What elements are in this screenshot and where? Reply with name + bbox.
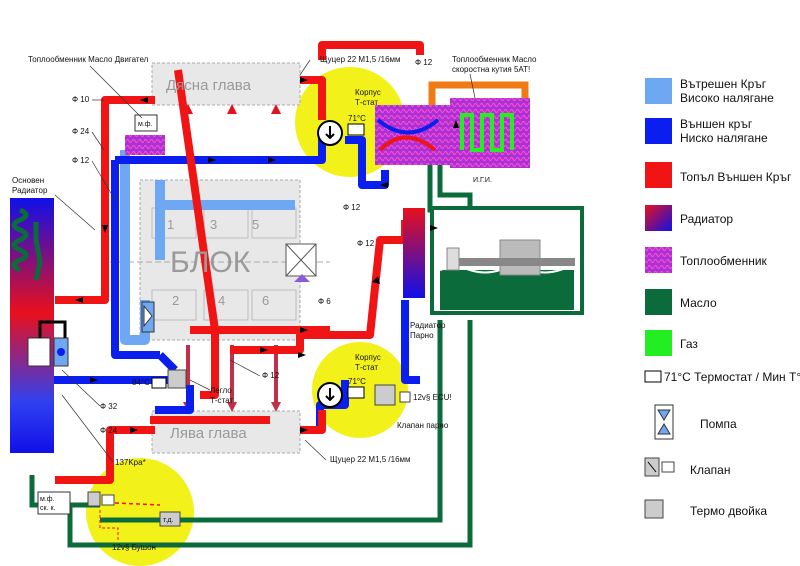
leader-lines — [54, 59, 476, 463]
housing-top-label-2: Т-стат — [355, 98, 378, 107]
radiator-steam-label-2: Парно — [410, 331, 434, 340]
legend: Вътрешен Кръг Високо налягане Външен кръ… — [644, 77, 800, 519]
legend-oil: Масло — [680, 296, 717, 310]
legend-swatch-radiator — [645, 205, 672, 231]
legend-swatch-low — [645, 118, 672, 144]
cyl-4 — [203, 289, 249, 321]
legend-gas: Газ — [680, 337, 698, 351]
thermostat-icon — [644, 370, 662, 383]
td-label: т.д. — [163, 517, 173, 524]
cyl-6 — [251, 289, 297, 321]
ecu-valve-label: 12v§ ECU! — [413, 393, 452, 402]
mf-label: м.ф. — [138, 121, 153, 128]
thermostat-top — [317, 120, 365, 146]
legend-pump: Помпа — [700, 417, 737, 431]
gearbox-housing — [430, 206, 584, 315]
legend-swatch-hot — [645, 162, 672, 188]
cyl-4-label: 4 — [218, 293, 225, 308]
mf-sk-label-2: ск. к. — [40, 505, 56, 512]
temp-top-label: 71°C — [348, 114, 366, 123]
valve-icon — [644, 457, 675, 477]
phi12-left-label: Ф 12 — [72, 156, 90, 165]
flow-arrows — [75, 77, 459, 433]
fitting-bottom-label: Щуцер 22 M1,5 /16мм — [330, 455, 411, 464]
cyl-1-label: 1 — [167, 217, 174, 232]
phi12-right-label: Ф 12 — [357, 239, 375, 248]
phi12-bottom-label: Ф 12 — [262, 371, 280, 380]
phi32-label: Ф 32 — [100, 402, 118, 411]
cyl-6-label: 6 — [262, 293, 269, 308]
hx-gearbox-label-2: скоростна кутия 5AT! — [452, 65, 530, 74]
oil-lines — [29, 160, 473, 548]
legend-hot: Топъл Външен Кръг — [680, 170, 792, 184]
phi24-bottom-label: Ф 24 — [100, 426, 118, 435]
housing-bottom-label-2: Т-стат — [355, 363, 378, 372]
cyl-2-label: 2 — [172, 293, 179, 308]
thermocouple-icon — [644, 499, 664, 519]
cyl-3-label: 3 — [210, 217, 217, 232]
hx-gearbox-label-1: Топлообменник Масло — [452, 55, 537, 64]
left-head-label: Лява глава — [170, 425, 247, 442]
block-components — [141, 243, 317, 389]
thermostat-bottom — [317, 382, 411, 408]
igi-label: И.Г.И. — [473, 177, 492, 184]
fitting-top-label: Щуцер 22 M1,5 /16мм — [320, 55, 401, 64]
legend-low-1: Външен кръг — [680, 117, 753, 131]
pressure-label: 137Kpa* — [115, 458, 146, 467]
legend-td: Термо двойка — [690, 504, 767, 518]
main-pump — [27, 320, 69, 367]
legend-high-1: Вътрешен Кръг — [680, 77, 767, 91]
phi24-top-label: Ф 24 — [72, 127, 90, 136]
phi12-top-label: Ф 12 — [415, 58, 433, 67]
legend-thermostat: 71°C Термостат / Мин T°C — [664, 370, 800, 384]
main-radiator — [10, 198, 54, 453]
steam-radiator — [403, 208, 425, 298]
legend-hx: Топлообменник — [680, 254, 768, 268]
engine-oil-heat-exchanger — [125, 114, 165, 155]
gearbox-heat-exchanger — [375, 98, 530, 168]
legend-valve: Клапан — [690, 463, 730, 477]
main-radiator-label-1: Основен — [12, 176, 44, 185]
mf-sk-label-1: м.ф. — [40, 496, 55, 503]
radiator-steam-label-1: Радиатор — [410, 321, 446, 330]
fuse-label: 12v§ Бушон — [112, 543, 156, 552]
temp-bottom-label: 71°C — [348, 377, 366, 386]
legend-swatch-oil — [645, 289, 672, 315]
fuse-zone — [86, 458, 194, 566]
legend-high-2: Високо налягане — [680, 91, 774, 105]
phi12-mid-label: Ф 12 — [343, 203, 361, 212]
legend-swatch-hx — [645, 247, 672, 273]
phi10-label: Ф 10 — [72, 95, 90, 104]
legend-radiator: Радиатор — [680, 212, 733, 226]
pump-icon — [654, 404, 674, 440]
right-head-label: Дясна глава — [166, 77, 252, 94]
main-radiator-label-2: Радиатор — [12, 186, 48, 195]
housing-bottom-label-1: Корпус — [355, 353, 381, 362]
housing-top-label-1: Корпус — [355, 88, 381, 97]
cyl-5-label: 5 — [252, 217, 259, 232]
block-label: БЛОК — [170, 246, 251, 279]
hx-oil-engine-label: Топлообменник Масло Двигател — [28, 55, 149, 64]
legend-swatch-gas — [645, 330, 672, 356]
temp-84-label: 84°C — [132, 378, 150, 387]
legend-low-2: Ниско налягане — [680, 131, 768, 145]
bed-tstat-label-2: Т-стат — [210, 396, 233, 405]
legend-swatch-high — [645, 78, 672, 104]
steam-valve-label: Клапан парно — [397, 421, 449, 430]
phi6-label: Ф 6 — [318, 297, 331, 306]
bed-tstat-label-1: Легло — [210, 386, 232, 395]
fuse-components — [37, 491, 181, 540]
